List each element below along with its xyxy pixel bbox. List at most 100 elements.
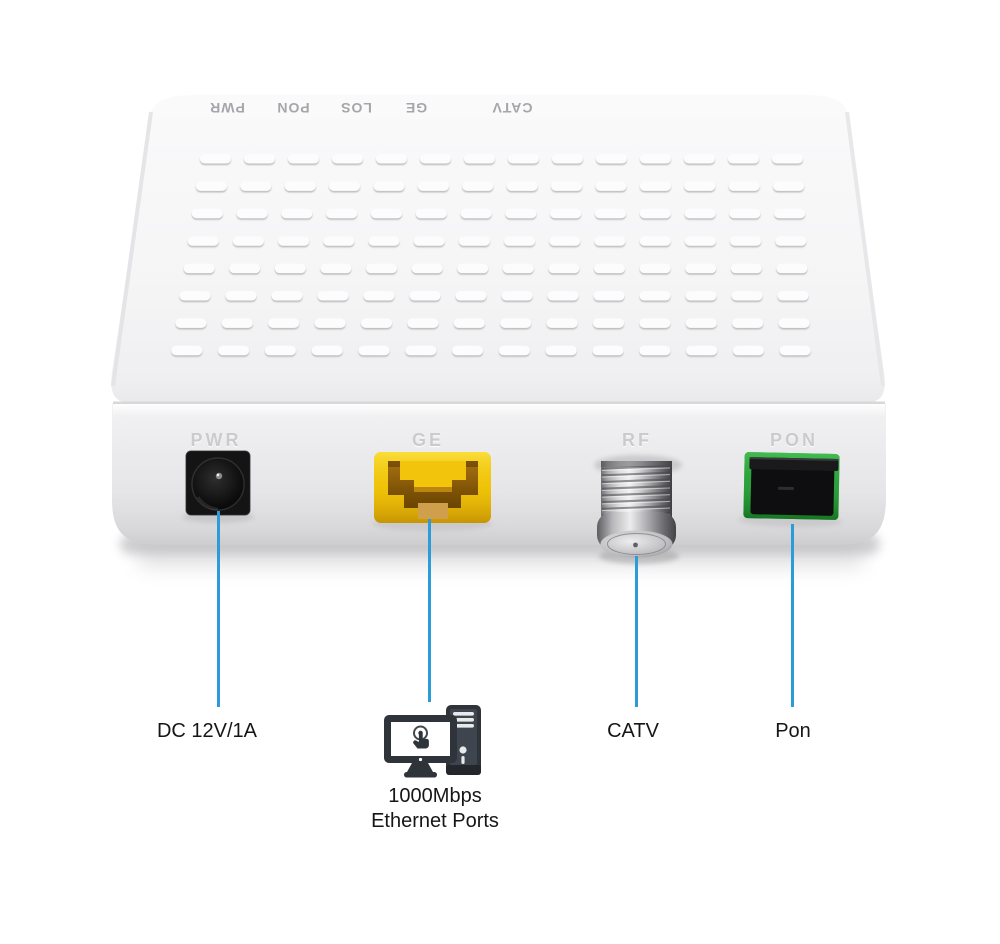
vent-slot — [361, 318, 392, 328]
vent-slot — [595, 181, 627, 191]
vent-slot — [549, 236, 581, 246]
vent-slot — [498, 345, 530, 356]
callout-label-power: DC 12V/1A — [156, 720, 258, 742]
vent-slot — [457, 263, 489, 274]
vent-slot — [278, 236, 310, 246]
vent-slot — [371, 208, 402, 219]
vent-slot — [311, 345, 343, 356]
vent-slot — [504, 236, 536, 246]
callout-line-power — [217, 511, 220, 707]
tower-drive-slot — [461, 756, 465, 764]
vent-slot — [684, 236, 716, 246]
vent-slot — [229, 263, 261, 274]
device-front-face — [112, 403, 886, 545]
callout-line-pon — [791, 524, 794, 707]
vent-slot — [183, 263, 215, 274]
pon-cap-highlight — [749, 457, 839, 462]
vent-slot — [776, 263, 808, 274]
device-top-face — [111, 95, 885, 404]
coax-thread-highlight — [601, 467, 671, 471]
vent-slot — [268, 318, 300, 328]
vent-slot — [464, 154, 495, 164]
face-crease-highlight — [113, 404, 885, 416]
vent-slot — [500, 318, 532, 328]
vent-slot — [171, 345, 203, 356]
coax-thread-highlight — [601, 474, 671, 478]
vent-slot — [773, 181, 805, 191]
vent-slot — [508, 154, 539, 164]
jack-pin-highlight — [216, 473, 220, 477]
touch-gesture-icon — [413, 725, 429, 749]
vent-slot — [594, 263, 625, 274]
vent-slot — [639, 236, 671, 246]
vent-slot — [684, 154, 715, 164]
vent-slot — [187, 236, 219, 246]
vent-slot — [320, 263, 352, 274]
led-label-ge: GE — [404, 100, 428, 116]
vent-slot — [592, 345, 624, 356]
vent-slot — [594, 236, 626, 246]
coax-thread-highlight — [601, 487, 671, 492]
vent-slot — [240, 181, 272, 191]
callout-label-ethernet-line1: 1000Mbps — [388, 785, 482, 807]
vent-slot — [684, 208, 716, 219]
port-label-ge: GE — [411, 430, 444, 450]
pon-port — [738, 452, 843, 528]
face-crease — [113, 401, 885, 405]
vent-slot — [547, 291, 579, 301]
vent-slot — [552, 154, 583, 164]
tower-vent-slot — [453, 712, 474, 716]
port-label-pwr: PWR — [190, 430, 242, 450]
vent-slot — [462, 181, 494, 191]
vent-slot — [732, 345, 764, 356]
vent-slot — [639, 291, 671, 301]
led-label-catv: CATV — [491, 100, 533, 116]
vent-slot — [685, 291, 717, 301]
vent-slot — [545, 345, 577, 356]
pon-speck — [777, 486, 794, 491]
ge-tongue — [400, 461, 466, 492]
vent-slot — [417, 181, 449, 191]
vent-slot — [368, 236, 400, 246]
callout-label-ethernet: 1000Mbps Ethernet Ports — [345, 784, 525, 834]
vent-slot — [639, 345, 671, 356]
vent-slot — [200, 154, 231, 164]
vent-slot — [593, 318, 624, 328]
callout-label-ethernet-line2: Ethernet Ports — [371, 810, 499, 832]
vent-slot — [506, 181, 538, 191]
vent-slot — [413, 236, 445, 246]
vent-slot — [363, 291, 395, 301]
vent-slot — [452, 345, 484, 356]
coax-thread — [601, 505, 671, 510]
coax-thread-highlight — [601, 494, 671, 498]
vent-slot — [640, 154, 671, 164]
vent-slot — [453, 318, 485, 328]
vent-slot — [191, 208, 223, 219]
jack-reflection — [196, 496, 219, 511]
vent-slot — [505, 208, 537, 219]
vent-slot — [244, 154, 275, 164]
vent-slot — [225, 291, 257, 301]
vent-grid — [171, 154, 811, 356]
vent-slot — [639, 263, 671, 274]
jack-pin — [215, 472, 223, 480]
vent-slot — [405, 345, 437, 356]
monitor-base — [404, 772, 437, 778]
vent-slot — [685, 263, 717, 274]
coax-thread — [601, 478, 671, 484]
vent-slot — [550, 208, 582, 219]
coax-thread — [601, 485, 671, 490]
rf-center-pin-hole — [633, 542, 638, 548]
vent-slot — [373, 181, 405, 191]
coax-thread — [601, 471, 671, 477]
vent-slot — [548, 263, 580, 274]
vent-slot — [729, 208, 761, 219]
vent-slot — [376, 154, 407, 164]
vent-slot — [685, 318, 717, 328]
vent-slot — [236, 208, 268, 219]
tower-vent-slot — [453, 718, 474, 722]
vent-slot — [288, 154, 319, 164]
port-label-rf: RF — [622, 430, 652, 450]
vent-slot — [684, 181, 716, 191]
